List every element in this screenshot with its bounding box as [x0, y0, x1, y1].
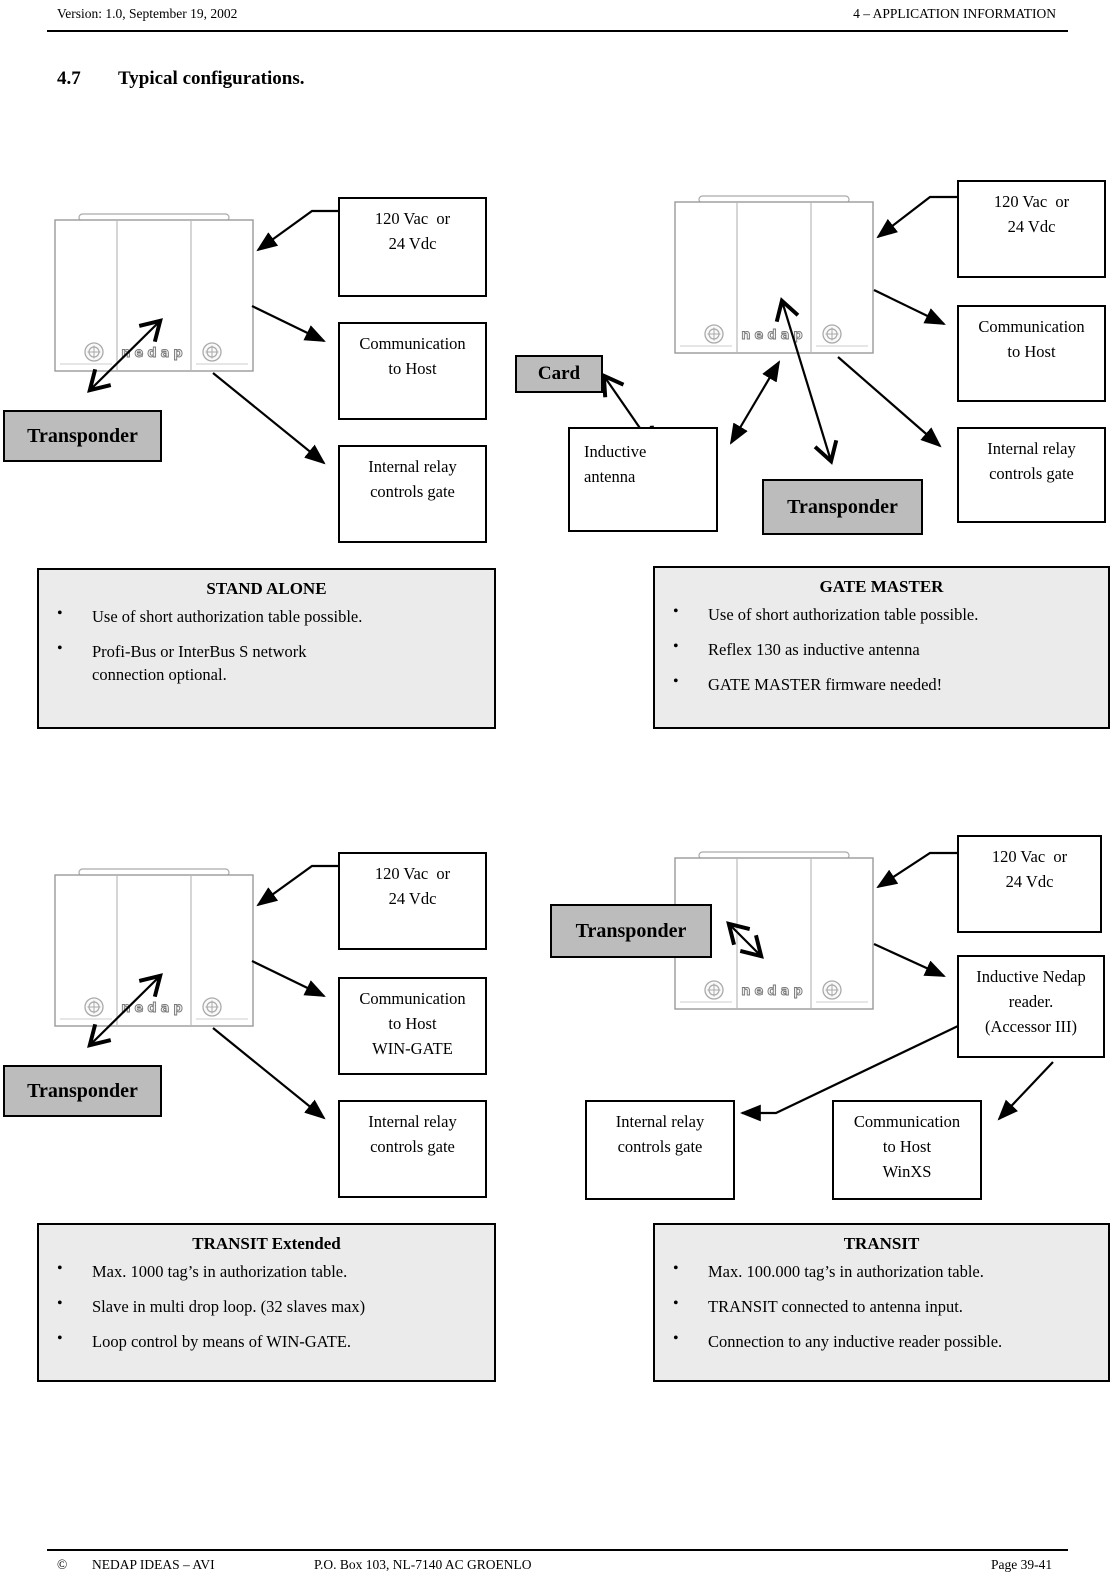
arrow-relay	[212, 372, 326, 465]
relay-box: Internal relay controls gate	[585, 1100, 735, 1200]
comm-box: Communication to Host	[338, 322, 487, 420]
card-label: Card	[515, 355, 603, 393]
gate-master-info-box: GATE MASTER • Use of short authorization…	[653, 566, 1110, 729]
section-number: 4.7	[57, 68, 81, 89]
arrow-relay	[212, 1027, 326, 1120]
info-title: GATE MASTER	[819, 577, 944, 596]
transponder-label: Transponder	[550, 904, 712, 958]
arrow-transponder	[87, 318, 163, 393]
arrows-transit-extended	[87, 864, 338, 1120]
list-item: • Use of short authorization table possi…	[57, 605, 363, 626]
footer-rule	[47, 1549, 1068, 1551]
footer-address: P.O. Box 103, NL-7140 AC GROENLO	[314, 1557, 532, 1572]
list-item: • TRANSIT connected to antenna input.	[673, 1295, 963, 1316]
arrow-reader	[873, 942, 946, 978]
comm-box: Communication to Host WIN-GATE	[338, 977, 487, 1075]
arrow-power	[876, 195, 957, 239]
bullet-icon: •	[673, 638, 679, 655]
stand-alone-info-box: STAND ALONE • Use of short authorization…	[37, 568, 496, 729]
arrow-transponder	[774, 297, 839, 465]
relay-box: Internal relay controls gate	[957, 427, 1106, 523]
arrow-comm	[873, 289, 946, 325]
bullet-icon: •	[57, 1295, 63, 1312]
arrows-stand-alone	[87, 209, 338, 465]
arrow-antenna-link	[729, 360, 781, 445]
reader-device-transit-extended	[54, 868, 254, 1027]
info-title: TRANSIT Extended	[192, 1234, 341, 1253]
power-box: 120 Vac or 24 Vdc	[338, 852, 487, 950]
bullet-icon: •	[57, 1260, 63, 1277]
arrow-transponder	[87, 973, 163, 1048]
arrow-relay	[837, 356, 942, 448]
bullet-icon: •	[673, 1295, 679, 1312]
arrow-comm	[251, 960, 326, 997]
list-item: • Use of short authorization table possi…	[673, 603, 979, 624]
arrow-comm	[251, 305, 326, 342]
reader-device-gate-master	[674, 195, 874, 354]
power-box: 120 Vac or 24 Vdc	[957, 180, 1106, 278]
header-version: Version: 1.0, September 19, 2002	[57, 6, 238, 21]
info-title: TRANSIT	[843, 1234, 920, 1253]
power-box: 120 Vac or 24 Vdc	[338, 197, 487, 297]
section-title-text: Typical configurations.	[118, 68, 305, 89]
relay-box: Internal relay controls gate	[338, 1100, 487, 1198]
comm-box: Communication to Host WinXS	[832, 1100, 982, 1200]
comm-box: Communication to Host	[957, 305, 1106, 402]
list-item: • Max. 100.000 tag’s in authorization ta…	[673, 1260, 984, 1281]
bullet-icon: •	[57, 1330, 63, 1347]
list-item: • Max. 1000 tag’s in authorization table…	[57, 1260, 348, 1281]
arrow-reader-comm	[997, 1061, 1054, 1121]
arrow-transponder	[726, 921, 764, 959]
transponder-label: Transponder	[3, 1065, 162, 1117]
inductive-reader-box: Inductive Nedap reader. (Accessor III)	[957, 955, 1105, 1058]
arrow-reader-relay	[739, 1025, 959, 1122]
list-item: • Loop control by means of WIN-GATE.	[57, 1330, 352, 1351]
list-item: • Reflex 130 as inductive antenna	[673, 638, 920, 659]
bullet-icon: •	[673, 673, 679, 690]
list-item: • Connection to any inductive reader pos…	[673, 1330, 1003, 1351]
arrows-transit	[726, 851, 1054, 1122]
header-chapter: 4 – APPLICATION INFORMATION	[853, 6, 1056, 21]
footer-page-number: Page 39-41	[991, 1557, 1053, 1572]
section-title: 4.7 Typical configurations.	[57, 68, 305, 90]
bullet-icon: •	[673, 1330, 679, 1347]
header-rule	[47, 30, 1068, 32]
transit-extended-info-box: TRANSIT Extended • Max. 1000 tag’s in au…	[37, 1223, 496, 1382]
arrow-power	[876, 851, 957, 889]
inductive-antenna-box: Inductive antenna	[568, 427, 718, 532]
arrow-power	[256, 864, 338, 907]
reader-device-stand-alone	[54, 213, 254, 372]
list-item: • Slave in multi drop loop. (32 slaves m…	[57, 1295, 366, 1316]
arrow-power	[256, 209, 338, 252]
bullet-icon: •	[673, 603, 679, 620]
bullet-icon: •	[57, 640, 63, 657]
relay-box: Internal relay controls gate	[338, 445, 487, 543]
transit-info-box: TRANSIT • Max. 100.000 tag’s in authoriz…	[653, 1223, 1110, 1382]
list-item: • Profi-Bus or InterBus S network connec…	[57, 640, 307, 684]
bullet-icon: •	[673, 1260, 679, 1277]
transponder-label: Transponder	[3, 410, 162, 462]
footer-copyright-icon: ©	[57, 1557, 68, 1572]
list-item: • GATE MASTER firmware needed!	[673, 673, 943, 694]
footer-company: NEDAP IDEAS – AVI	[92, 1557, 215, 1572]
bullet-icon: •	[57, 605, 63, 622]
info-title: STAND ALONE	[206, 579, 327, 598]
transponder-label: Transponder	[762, 479, 923, 535]
power-box: 120 Vac or 24 Vdc	[957, 835, 1102, 933]
